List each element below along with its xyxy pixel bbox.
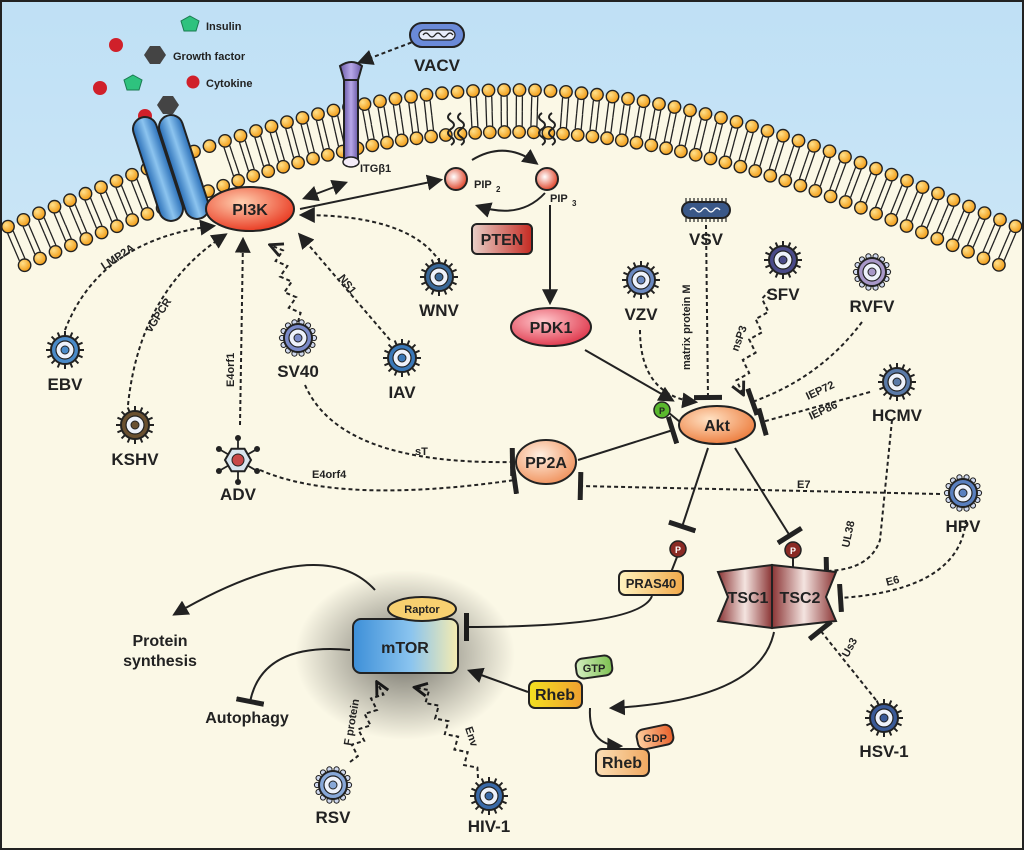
sv40-label: SV40 — [277, 362, 319, 381]
ligand-legend: Insulin Growth factor Cytokine — [93, 15, 252, 123]
cytoplasm — [0, 90, 1024, 850]
vacv-label: VACV — [414, 56, 461, 75]
svg-text:PRAS40: PRAS40 — [626, 576, 677, 591]
svg-text:PDK1: PDK1 — [530, 320, 573, 337]
rheb-gdp-node[interactable]: Rheb GDP — [595, 723, 675, 777]
wnv-label: WNV — [419, 301, 459, 320]
raptor-node — [387, 596, 457, 622]
hsv1-virus: HSV-1 — [859, 699, 909, 761]
vzv-label: VZV — [624, 305, 658, 324]
legend-insulin: Insulin — [206, 21, 242, 33]
edge-label-e4orf4: E4orf4 — [312, 469, 347, 481]
legend-cytokine: Cytokine — [206, 78, 252, 90]
tsc2-label: TSC2 — [780, 590, 821, 607]
svg-text:PIP: PIP — [550, 193, 568, 205]
pdk1-node[interactable]: PDK1 — [510, 307, 592, 347]
cytokine-icon — [93, 81, 107, 95]
cytokine-icon — [109, 38, 123, 52]
svg-text:PI3K: PI3K — [232, 202, 268, 219]
edge-label-e4orf1: E4orf1 — [225, 353, 237, 387]
plasma-membrane — [1, 83, 1023, 273]
edge-label-ul38: UL38 — [840, 520, 857, 549]
kshv-virus: KSHV — [111, 406, 159, 469]
pp2a-node[interactable]: PP2A — [515, 439, 577, 485]
sfv-label: SFV — [766, 285, 800, 304]
svg-text:PP2A: PP2A — [525, 455, 567, 472]
svg-text:GDP: GDP — [643, 733, 667, 745]
rvfv-label: RVFV — [849, 297, 895, 316]
rvfv-virus: RVFV — [849, 253, 895, 316]
rsv-virus: RSV — [313, 766, 353, 827]
svg-text:mTOR: mTOR — [381, 640, 429, 657]
vsv-virus: VSV — [681, 198, 731, 249]
integrin-receptor: ITGβ1 — [338, 61, 391, 175]
svg-text:P: P — [659, 406, 665, 416]
cytokine-icon — [186, 75, 200, 89]
svg-text:Protein: Protein — [132, 633, 187, 650]
iav-label: IAV — [388, 383, 416, 402]
svg-text:3: 3 — [572, 199, 577, 208]
svg-text:Raptor: Raptor — [404, 604, 440, 616]
svg-text:PTEN: PTEN — [481, 232, 524, 249]
receptor — [132, 114, 210, 222]
hcmv-label: HCMV — [872, 406, 923, 425]
wnv-virus: WNV — [419, 258, 459, 320]
pip2-node: PIP 2 — [444, 112, 501, 194]
hpv-label: HPV — [946, 517, 982, 536]
svg-text:GTP: GTP — [583, 663, 606, 675]
pip3-node: PIP 3 — [535, 112, 577, 208]
growth-factor-icon — [157, 96, 179, 114]
svg-text:PIP: PIP — [474, 179, 492, 191]
adv-label: ADV — [220, 485, 257, 504]
edge-label-st: sT — [415, 446, 428, 458]
mtor-complex[interactable]: mTOR Raptor — [295, 570, 515, 740]
hiv1-virus: HIV-1 — [468, 777, 511, 836]
svg-text:2: 2 — [496, 185, 501, 194]
hiv1-label: HIV-1 — [468, 817, 511, 836]
kshv-label: KSHV — [111, 450, 159, 469]
hpv-virus: HPV — [943, 474, 983, 536]
sv40-virus: SV40 — [277, 319, 319, 381]
pras40-node[interactable]: P PRAS40 — [618, 540, 687, 596]
vacv-virus: VACV — [409, 22, 465, 75]
akt-node[interactable]: Akt P — [653, 401, 756, 445]
protein-synthesis-output: Protein synthesis — [123, 633, 197, 670]
pi3k-node[interactable]: PI3K — [205, 186, 295, 232]
tsc-complex[interactable]: P TSC1 TSC2 — [716, 541, 838, 630]
growth-factor-icon — [144, 46, 166, 64]
legend-growth-factor: Growth factor — [173, 51, 246, 63]
svg-text:Rheb: Rheb — [602, 755, 642, 772]
vzv-virus: VZV — [622, 261, 660, 324]
insulin-icon — [180, 15, 200, 32]
pten-node[interactable]: PTEN — [471, 223, 533, 255]
svg-text:P: P — [790, 546, 796, 556]
svg-text:Akt: Akt — [704, 418, 730, 435]
vsv-label: VSV — [689, 230, 724, 249]
itgb1-label: ITGβ1 — [360, 163, 391, 175]
ebv-label: EBV — [48, 375, 84, 394]
edge-label-e7: E7 — [797, 479, 810, 491]
rsv-label: RSV — [316, 808, 352, 827]
edge-label-matrix-protein-m: matrix protein M — [681, 284, 693, 370]
svg-text:synthesis: synthesis — [123, 653, 197, 670]
iav-virus: IAV — [383, 339, 421, 402]
edge-label-e6: E6 — [885, 574, 901, 589]
hcmv-virus: HCMV — [872, 363, 923, 425]
autophagy-output: Autophagy — [205, 710, 289, 727]
insulin-icon — [123, 74, 143, 91]
ebv-virus: EBV — [46, 331, 84, 394]
hsv1-label: HSV-1 — [859, 742, 908, 761]
pathway-edges — [64, 39, 967, 779]
sfv-virus: SFV — [764, 241, 802, 304]
adv-virus: ADV — [215, 435, 261, 504]
tsc1-label: TSC1 — [728, 590, 769, 607]
rheb-gtp-node[interactable]: Rheb GTP — [528, 654, 614, 709]
svg-text:P: P — [675, 545, 681, 555]
svg-text:Rheb: Rheb — [535, 687, 575, 704]
